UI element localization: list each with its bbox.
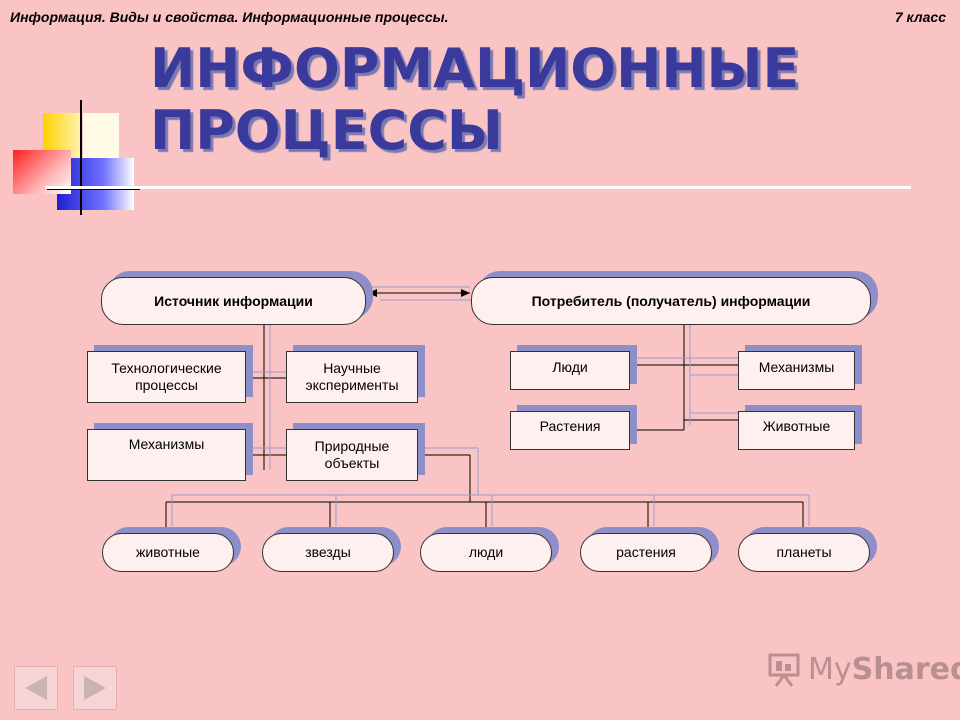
- slide-header-grade: 7 класс: [894, 9, 946, 25]
- title-line-1: ИНФОРМАЦИОННЫЕ: [150, 37, 800, 100]
- consumer-node: Потребитель (получатель) информации: [471, 277, 871, 325]
- nature-item-animals: животные: [102, 533, 234, 572]
- logo-text-my: My: [808, 652, 852, 687]
- nature-item-stars: звезды: [262, 533, 394, 572]
- tech-processes-box: Технологические процессы: [87, 351, 246, 403]
- next-slide-button[interactable]: [73, 666, 117, 710]
- logo-text-shared: Shared: [851, 652, 960, 687]
- slide-title: ИНФОРМАЦИОННЫЕ ПРОЦЕССЫ: [150, 38, 799, 162]
- nature-item-planets: планеты: [738, 533, 870, 572]
- slide-header-topic: Информация. Виды и свойства. Информацион…: [10, 9, 449, 25]
- consumer-plants-box: Растения: [510, 411, 630, 450]
- prev-slide-button[interactable]: [14, 666, 58, 710]
- title-underline: [45, 186, 911, 189]
- consumer-animals-box: Животные: [738, 411, 855, 450]
- arrow-left-icon: [25, 676, 47, 700]
- science-experiments-box: Научные эксперименты: [286, 351, 418, 403]
- nature-item-people: люди: [420, 533, 552, 572]
- consumer-people-box: Люди: [510, 351, 630, 390]
- nature-objects-box: Природные объекты: [286, 429, 418, 481]
- title-line-2: ПРОЦЕССЫ: [150, 99, 503, 162]
- source-node: Источник информации: [101, 277, 366, 325]
- decorative-squares: [10, 100, 140, 215]
- source-mechanisms-box: Механизмы: [87, 429, 246, 481]
- nature-item-plants: растения: [580, 533, 712, 572]
- myshared-logo: MyShared: [766, 652, 960, 687]
- arrow-right-icon: [84, 676, 106, 700]
- presentation-icon: [768, 653, 800, 687]
- consumer-mechanisms-box: Механизмы: [738, 351, 855, 390]
